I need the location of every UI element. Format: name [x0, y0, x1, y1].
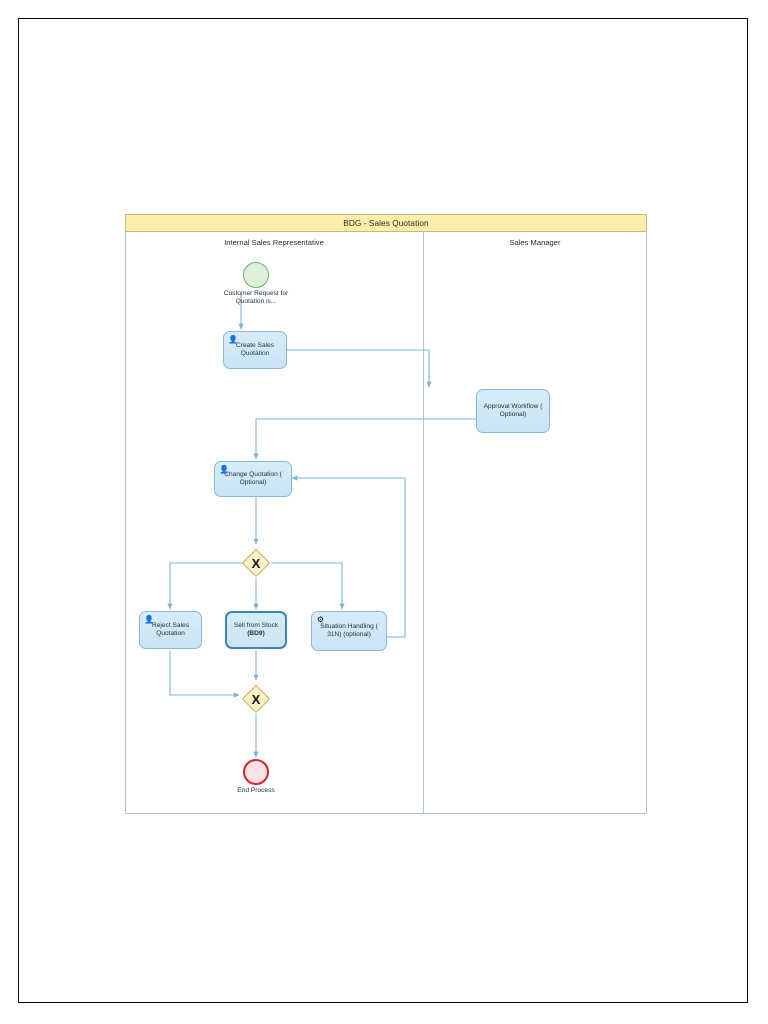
- task-change-quotation-optional[interactable]: 👤 Change Quotation ( Optional): [214, 461, 292, 497]
- task-label: Approval Workflow ( Optional): [483, 402, 543, 418]
- flow-reject-to-merge: [169, 651, 240, 698]
- lane-label-internal-sales-representative: Internal Sales Representative: [224, 238, 324, 247]
- end-event-end-process[interactable]: [243, 759, 269, 785]
- user-task-icon: 👤: [144, 615, 154, 624]
- end-event-label: End Process: [237, 787, 275, 794]
- page-sheet: BDG - Sales Quotation Internal Sales Rep…: [18, 18, 748, 1003]
- gateway-exclusive-split[interactable]: X: [241, 548, 271, 578]
- flow-split-to-reject: [167, 562, 242, 610]
- bpmn-diagram-canvas: BDG - Sales Quotation Internal Sales Rep…: [19, 19, 749, 1004]
- gateway-exclusive-marker: X: [251, 691, 261, 707]
- flow-approval-to-change: [253, 418, 476, 460]
- task-label: Sell from Stock (BD9): [233, 621, 279, 637]
- user-task-icon: 👤: [219, 465, 229, 474]
- start-event-label: Customer Request for Quotation is...: [223, 290, 289, 305]
- gear-icon: ⚙: [316, 615, 325, 624]
- flow-situation-to-change: [291, 475, 406, 638]
- flow-create-to-approval: [274, 349, 432, 388]
- task-label: Situation Handling ( 31N) (optional): [320, 622, 378, 638]
- task-label: Reject Sales Quotation: [151, 621, 190, 637]
- start-event-customer-request[interactable]: [243, 262, 269, 288]
- task-sell-from-stock-bd9[interactable]: Sell from Stock (BD9): [225, 611, 287, 649]
- task-label: Change Quotation ( Optional): [224, 470, 282, 486]
- pool-title: BDG - Sales Quotation: [343, 218, 429, 228]
- gateway-exclusive-merge[interactable]: X: [241, 684, 271, 714]
- task-situation-handling-31n-optional[interactable]: ⚙ Situation Handling ( 31N) (optional): [311, 611, 387, 651]
- task-reject-sales-quotation[interactable]: 👤 Reject Sales Quotation: [139, 611, 202, 649]
- lane-divider: [423, 232, 424, 814]
- connector-layer: [167, 294, 476, 758]
- pool-bdg-sales-quotation: [125, 214, 647, 814]
- flow-split-to-situation: [271, 562, 345, 610]
- user-task-icon: 👤: [228, 335, 238, 344]
- task-create-sales-quotation[interactable]: 👤 Create Sales Quotation: [223, 331, 287, 369]
- task-label: Create Sales Quotation: [235, 341, 275, 357]
- pool-title-bar: BDG - Sales Quotation: [125, 214, 647, 232]
- task-approval-workflow-optional[interactable]: Approval Workflow ( Optional): [476, 389, 550, 433]
- lane-label-sales-manager: Sales Manager: [509, 238, 561, 247]
- gateway-exclusive-marker: X: [251, 555, 261, 571]
